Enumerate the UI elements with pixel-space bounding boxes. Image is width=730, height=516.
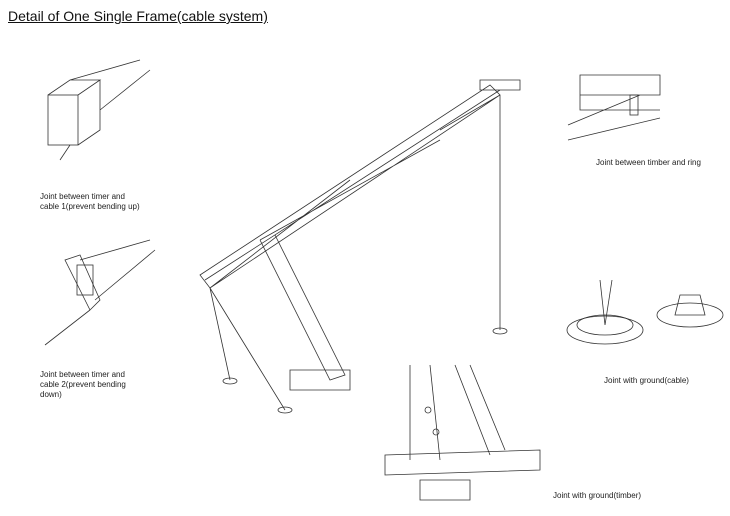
joint1-sketch (47, 59, 151, 161)
label-joint1: Joint between timer and cable 1(prevent … (40, 192, 140, 211)
ground-timber-sketch (384, 364, 541, 501)
diagram-title: Detail of One Single Frame(cable system) (8, 8, 268, 24)
main-frame (199, 79, 521, 414)
label-ground-timber: Joint with ground(timber) (553, 491, 642, 500)
label-joint2: Joint between timer and cable 2(prevent … (40, 370, 126, 399)
label-ground-cable: Joint with ground(cable) (604, 376, 689, 385)
ring-joint-sketch (567, 74, 661, 141)
ground-cable-sketch (566, 279, 724, 345)
joint2-sketch (44, 239, 156, 346)
label-ring: Joint between timber and ring (596, 158, 701, 167)
